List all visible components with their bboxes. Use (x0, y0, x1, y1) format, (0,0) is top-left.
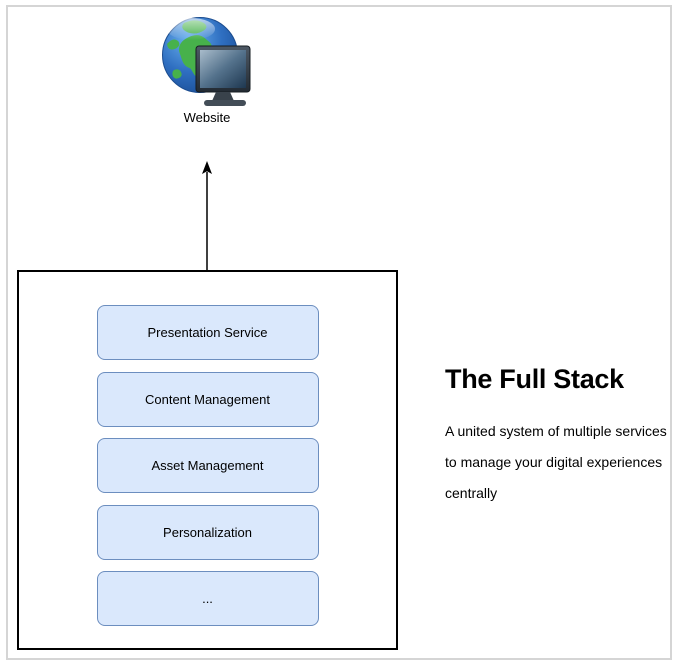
globe-monitor-icon (162, 17, 251, 106)
service-label: Personalization (163, 524, 252, 540)
arrow-up-icon (202, 161, 212, 272)
service-label: Content Management (144, 391, 271, 407)
service-label: Presentation Service (147, 325, 268, 340)
service-label: ... (202, 591, 213, 606)
service-node-more: ... (96, 571, 319, 626)
service-node-content-management: Content Management (96, 371, 319, 427)
service-label: Asset Management (151, 458, 264, 473)
website-label: Website (183, 110, 231, 125)
monitor-shape (195, 45, 251, 106)
full-stack-container: Presentation Service Content Management … (17, 270, 398, 650)
subtitle-line: A united system of multiple services (445, 423, 667, 439)
description-block: The Full Stack A united system of multip… (445, 363, 670, 509)
service-node-personalization: Personalization (96, 504, 319, 560)
subtitle-line: to manage your digital experiences (445, 454, 663, 470)
service-node-presentation: Presentation Service (96, 305, 319, 360)
service-node-asset-management: Asset Management (96, 438, 319, 493)
diagram-title: The Full Stack (445, 364, 624, 394)
subtitle-line: centrally (445, 485, 498, 501)
diagram-subtitle: A united system of multiple services to … (445, 416, 670, 509)
